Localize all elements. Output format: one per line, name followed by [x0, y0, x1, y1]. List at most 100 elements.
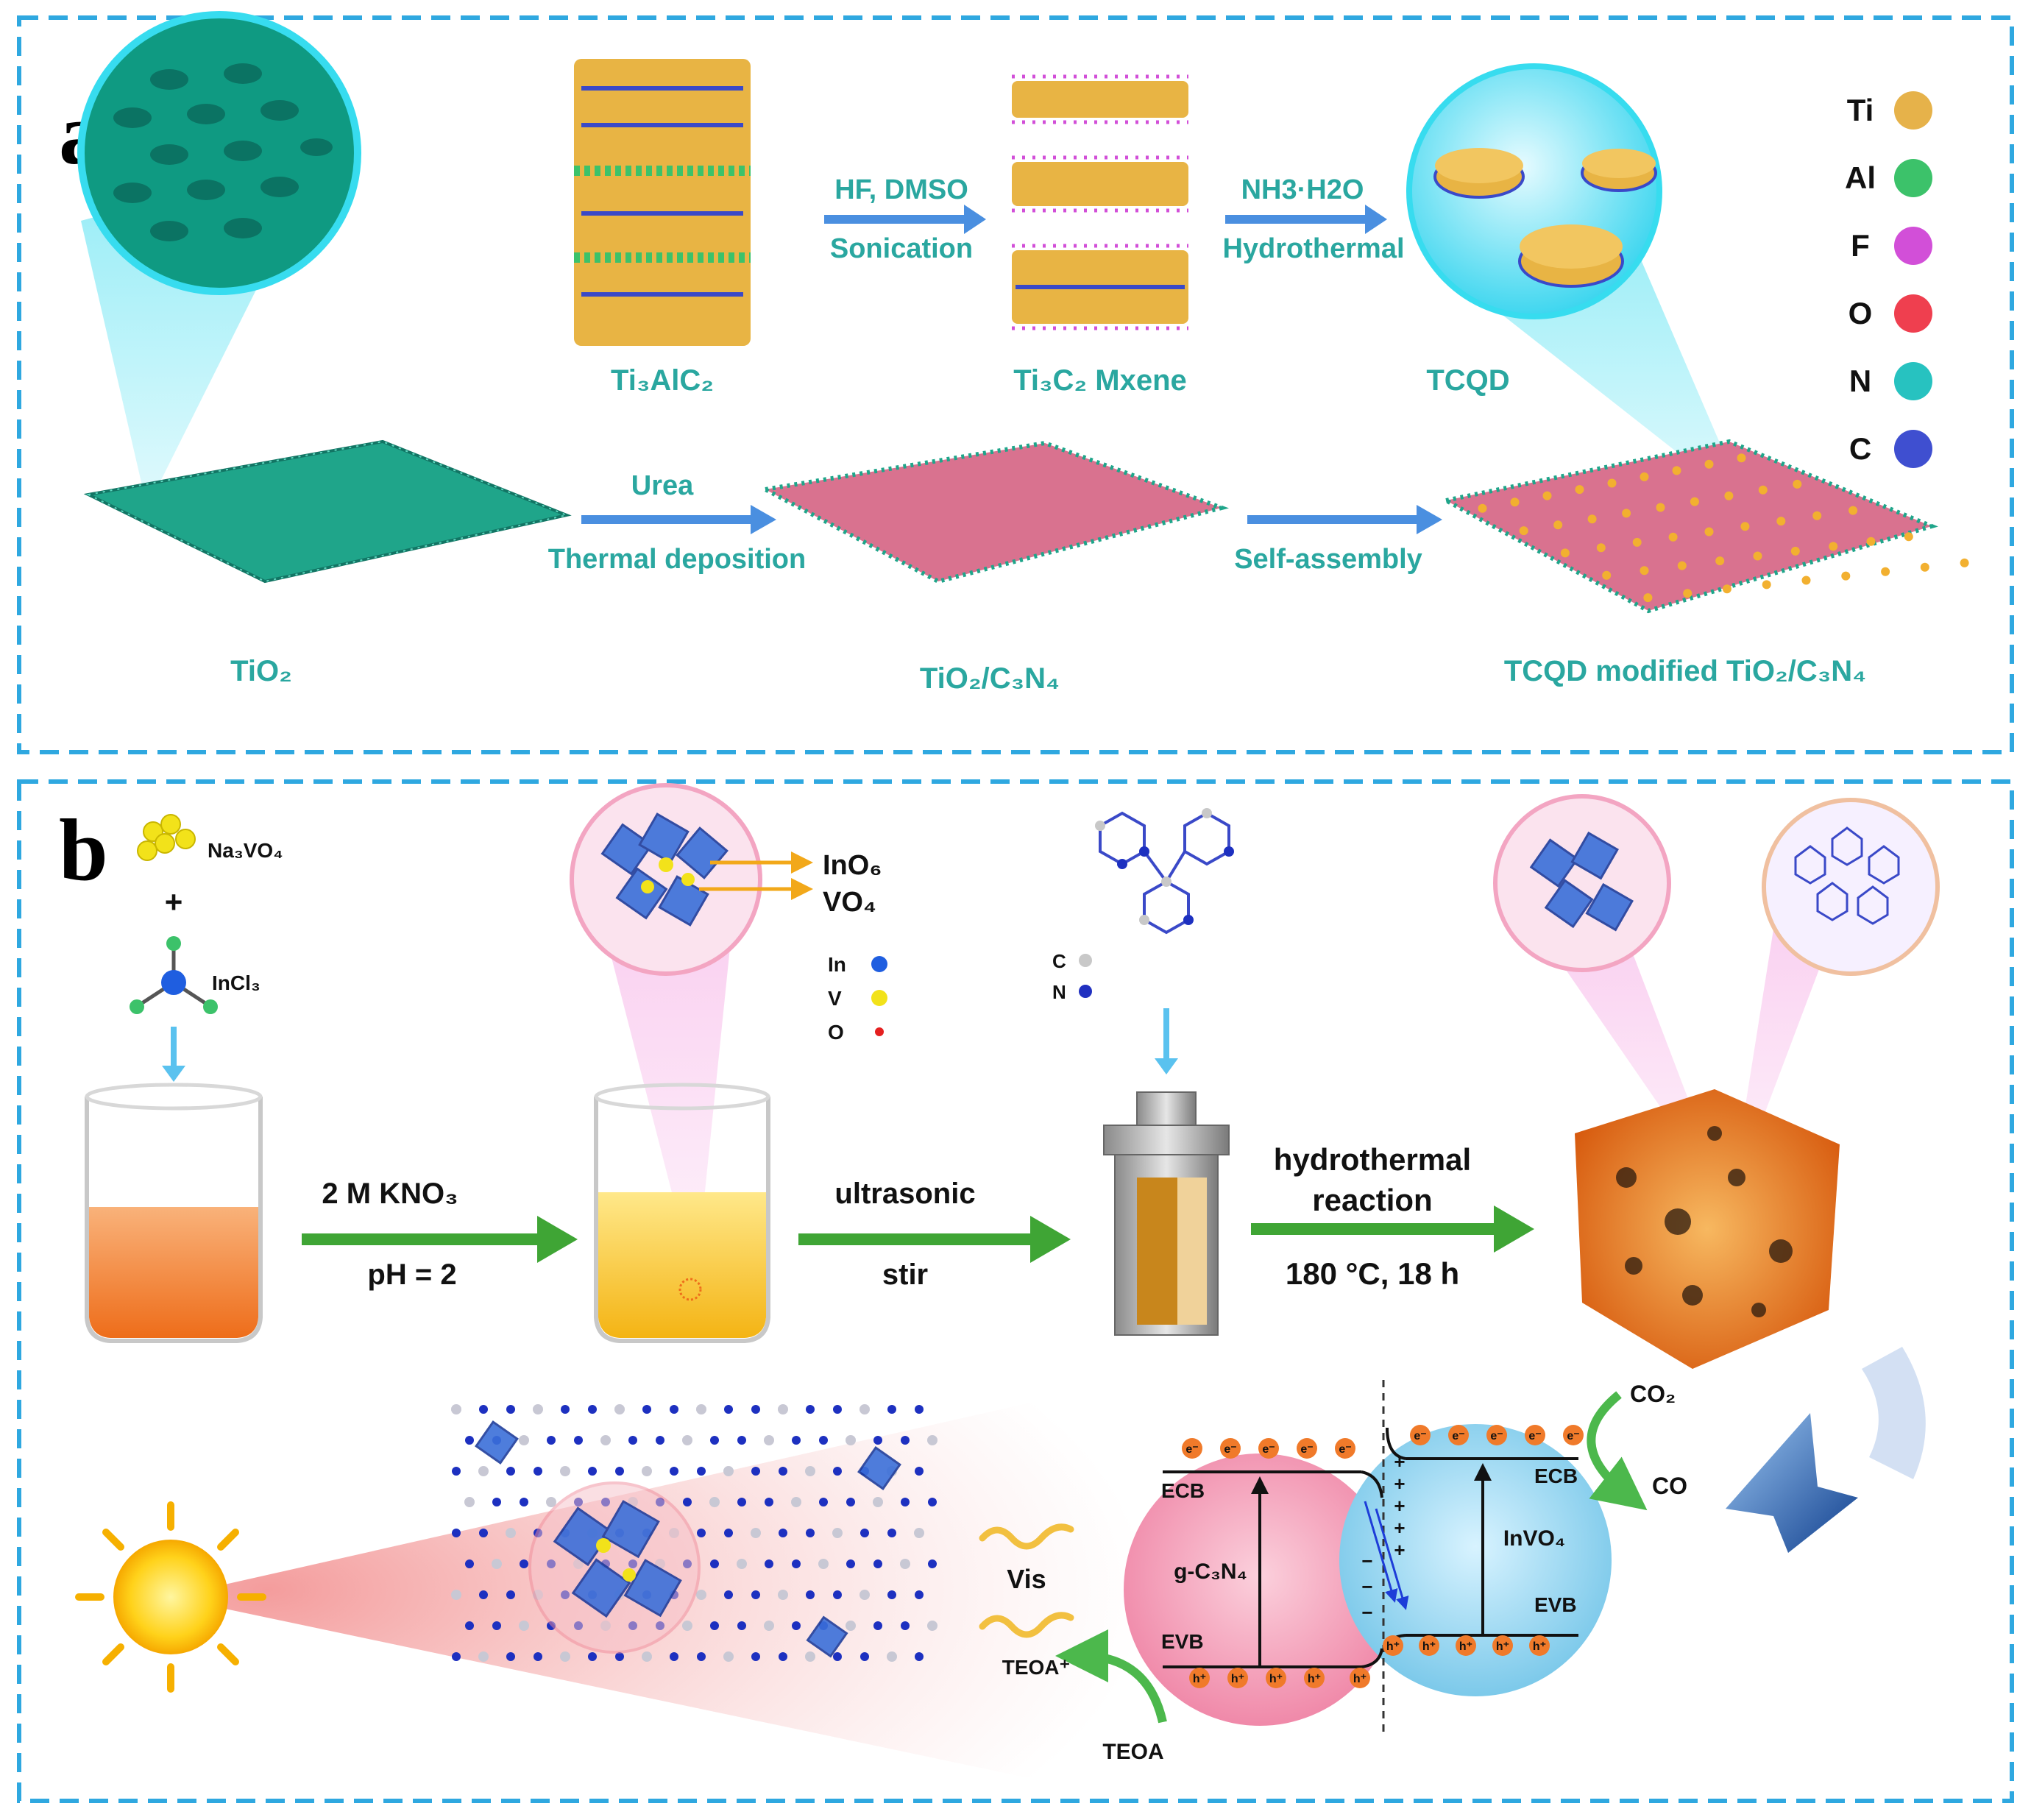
vo4-label: VO₄	[823, 887, 876, 918]
lattice-atom	[533, 1404, 543, 1414]
step-ph-label: pH = 2	[367, 1258, 456, 1291]
co2-reduction-arrow	[1587, 1391, 1648, 1511]
lattice-atom	[520, 1559, 528, 1568]
lattice-atom	[682, 1435, 692, 1445]
quantum-dot	[1758, 485, 1768, 495]
tio2-sheet	[83, 439, 572, 584]
lattice-atom	[464, 1497, 475, 1507]
step-sonication-label: Sonication	[830, 233, 973, 264]
gc3n4-atoms	[1095, 808, 1234, 925]
hole-label: h⁺	[1269, 1673, 1283, 1685]
quantum-dot	[1812, 511, 1822, 520]
lattice-atom	[873, 1621, 882, 1630]
positive-charge: +	[1394, 1517, 1405, 1539]
lattice-atom	[683, 1498, 692, 1506]
lattice-atom	[492, 1621, 501, 1630]
quantum-dot	[1560, 548, 1570, 558]
lattice-atom	[737, 1498, 746, 1506]
electron-label: e⁻	[1567, 1430, 1579, 1442]
lattice-atom	[900, 1559, 910, 1569]
legend-label-ti: Ti	[1847, 93, 1874, 127]
hole-label: h⁺	[1533, 1640, 1546, 1653]
lattice-atom	[751, 1590, 760, 1599]
lattice-atom	[506, 1652, 515, 1661]
electron-label: e⁻	[1185, 1443, 1198, 1456]
lattice-atom	[927, 1435, 937, 1445]
lattice-atom	[873, 1497, 883, 1507]
tio2-c3n4-sheet	[758, 440, 1230, 584]
quantum-dot	[1904, 532, 1913, 542]
lattice-atom	[914, 1528, 924, 1538]
lattice-atom	[479, 1405, 488, 1414]
lattice-atom	[833, 1652, 842, 1661]
co2-label: CO₂	[1630, 1381, 1676, 1407]
lattice-atom	[778, 1590, 788, 1600]
quantum-dot	[1866, 537, 1876, 546]
legend-swatch-o	[1894, 294, 1932, 333]
hole-label: h⁺	[1496, 1640, 1509, 1653]
lattice-atom	[642, 1405, 651, 1414]
arrow-hydrothermal-reaction	[1251, 1205, 1534, 1253]
lattice-atom	[887, 1651, 897, 1662]
lattice-atom	[670, 1405, 678, 1414]
lattice-atom	[819, 1436, 828, 1445]
lattice-atom	[465, 1436, 474, 1445]
lattice-atom	[615, 1652, 624, 1661]
lattice-atom	[682, 1621, 692, 1631]
lattice-atom	[479, 1590, 488, 1599]
electron-label: e⁻	[1414, 1430, 1426, 1442]
lattice-atom	[846, 1621, 856, 1631]
electron-dot	[1486, 1425, 1507, 1445]
step-hydrothermal-label-b: hydrothermal	[1274, 1142, 1471, 1177]
hole-label: h⁺	[1386, 1640, 1400, 1653]
lattice-atom	[478, 1466, 489, 1476]
invo4-atom-legend: InVO	[828, 953, 887, 1044]
lattice-atom	[915, 1405, 924, 1414]
lattice-atom	[465, 1559, 474, 1568]
lattice-atom	[724, 1405, 733, 1414]
lattice-atom	[887, 1405, 896, 1414]
quantum-dot-disks	[1433, 148, 1657, 288]
lattice-atom	[642, 1466, 652, 1476]
lattice-atom	[574, 1436, 583, 1445]
arrow-kno3	[302, 1216, 578, 1263]
incl3-molecule	[130, 936, 218, 1014]
lattice-atom	[846, 1498, 855, 1506]
teoa-label: TEOA	[1102, 1740, 1163, 1764]
step-stir-label: stir	[882, 1258, 928, 1291]
lattice-atom	[779, 1467, 787, 1476]
hydrothermal-autoclave	[1103, 1091, 1230, 1336]
quantum-dot	[1510, 498, 1520, 507]
tio2-zoom-magnifier	[77, 11, 361, 518]
lattice-atom	[710, 1559, 719, 1568]
lattice-atom	[614, 1404, 625, 1414]
lattice-atom	[928, 1498, 937, 1506]
hole-dot	[1456, 1635, 1476, 1656]
hole-label: h⁺	[1353, 1673, 1367, 1685]
lattice-atom	[833, 1467, 842, 1476]
lattice-atom	[560, 1466, 570, 1476]
hole-label: h⁺	[1422, 1640, 1436, 1653]
negative-charge: −	[1361, 1601, 1372, 1624]
electron-dot	[1448, 1425, 1469, 1445]
lattice-atom	[697, 1529, 706, 1537]
teoa-plus-label: TEOA⁺	[1002, 1656, 1071, 1679]
legend-swatch-f	[1894, 227, 1932, 265]
quantum-dot	[1849, 506, 1858, 515]
lattice-atom	[805, 1466, 815, 1476]
lattice-atom	[901, 1621, 910, 1630]
lattice-atom	[887, 1529, 896, 1537]
cn-legend-swatch-c	[1079, 954, 1092, 967]
hole-dot	[1529, 1635, 1550, 1656]
gc3n4-evb-label: EVB	[1161, 1630, 1204, 1653]
lattice-atom	[791, 1497, 801, 1507]
legend-label-n: N	[1849, 364, 1871, 398]
quantum-dot	[1677, 561, 1687, 570]
invo4-legend-label-v: V	[828, 987, 842, 1010]
invo4-legend-swatch-o	[875, 1027, 884, 1036]
lattice-atom	[546, 1497, 556, 1507]
lattice-atom	[915, 1652, 924, 1661]
polyhedra-pointer-arrows	[699, 851, 813, 900]
